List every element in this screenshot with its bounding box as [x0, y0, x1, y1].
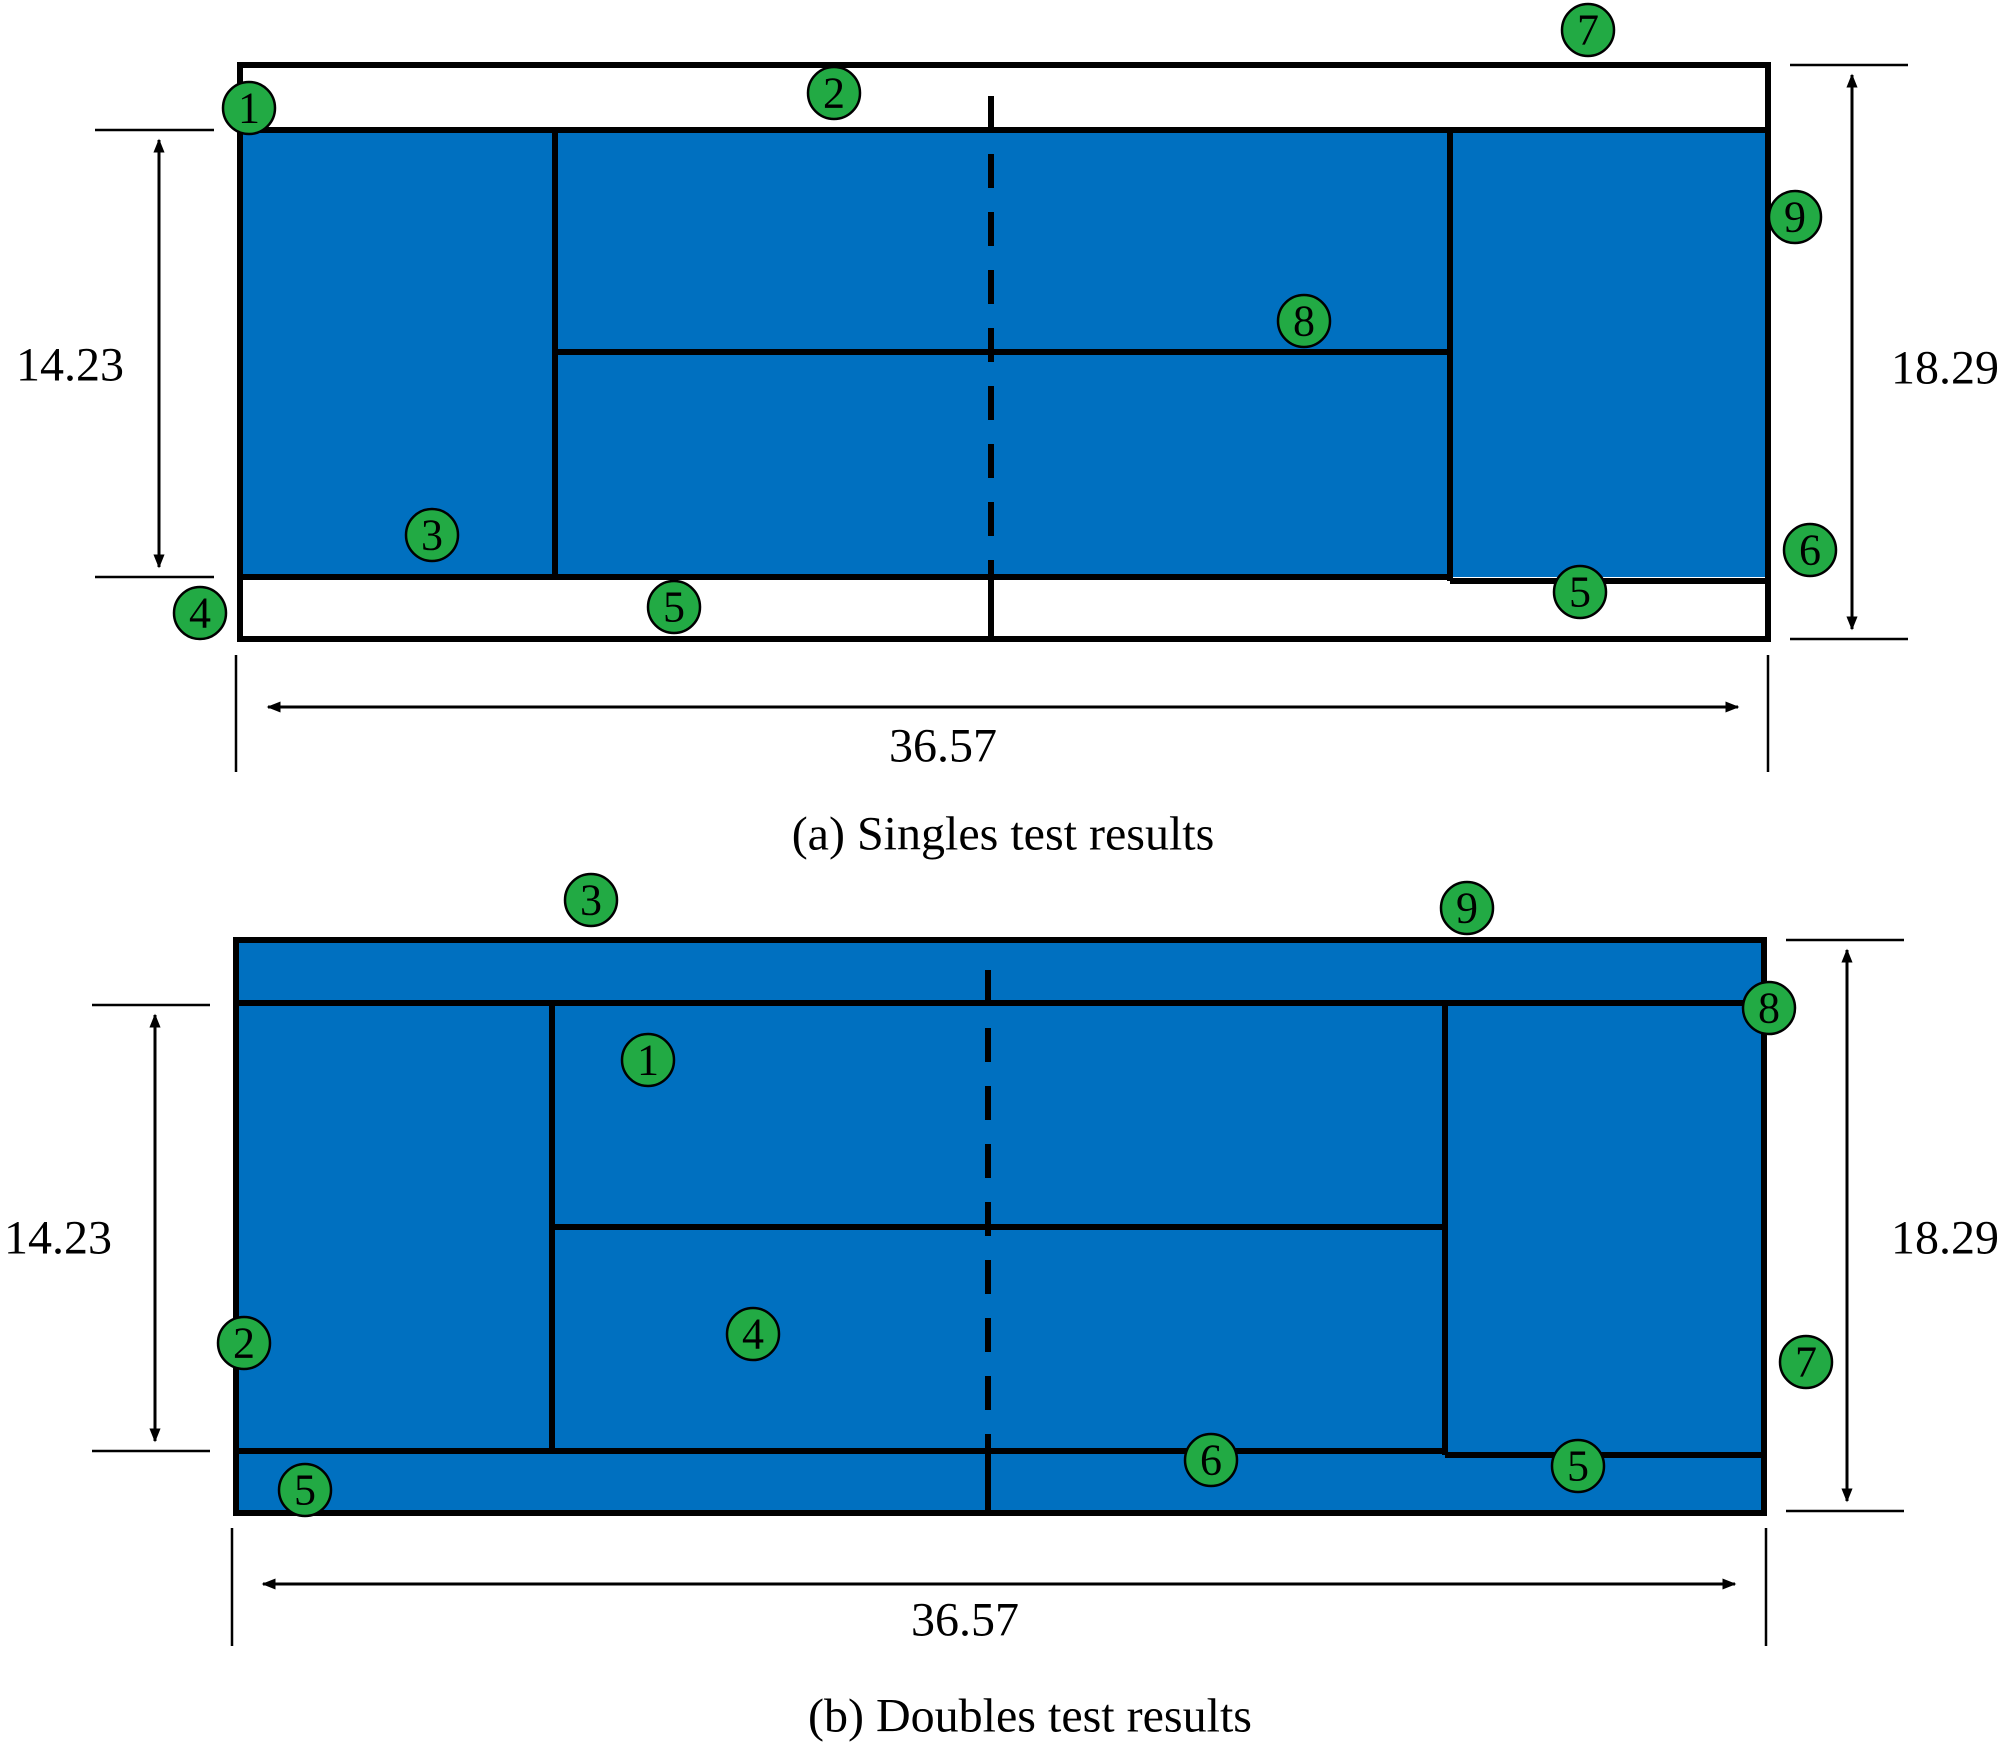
marker-8: 8	[1276, 293, 1332, 349]
marker-label: 1	[637, 1036, 659, 1085]
length-label: 36.57	[911, 1594, 1019, 1647]
length-label: 36.57	[889, 720, 997, 773]
marker-label: 3	[580, 876, 602, 925]
caption-singles: (a) Singles test results	[792, 808, 1215, 861]
marker-label: 9	[1456, 884, 1478, 933]
marker-label: 6	[1200, 1436, 1222, 1485]
marker-4: 4	[172, 585, 228, 641]
marker-9: 9	[1767, 189, 1823, 245]
marker-label: 8	[1758, 984, 1780, 1033]
marker-3: 3	[404, 507, 460, 563]
marker-5: 5	[646, 579, 702, 635]
marker-5: 5	[1552, 564, 1608, 620]
doubles-outer-boundary	[237, 62, 1771, 642]
doubles-width-label: 18.29	[1891, 342, 1999, 395]
marker-label: 5	[294, 1466, 316, 1515]
singles-width-label: 14.23	[16, 339, 124, 392]
panel-doubles: 14.23 18.29 36.57 1 2 3 4 5	[4, 872, 1999, 1743]
marker-3: 3	[563, 872, 619, 928]
marker-label: 2	[233, 1319, 255, 1368]
marker-1: 1	[620, 1032, 676, 1088]
marker-label: 7	[1577, 6, 1599, 55]
marker-2: 2	[806, 65, 862, 121]
marker-label: 4	[189, 589, 211, 638]
marker-9: 9	[1439, 880, 1495, 936]
doubles-outer-boundary	[233, 937, 1767, 1516]
caption-doubles: (b) Doubles test results	[808, 1690, 1252, 1743]
marker-label: 1	[238, 84, 260, 133]
marker-7: 7	[1778, 1334, 1834, 1390]
singles-width-label: 14.23	[4, 1212, 112, 1265]
marker-label: 2	[823, 69, 845, 118]
marker-7: 7	[1560, 2, 1616, 58]
marker-5: 5	[277, 1462, 333, 1518]
marker-label: 5	[1567, 1442, 1589, 1491]
marker-label: 5	[1569, 568, 1591, 617]
doubles-width-label: 18.29	[1891, 1212, 1999, 1265]
marker-5: 5	[1550, 1438, 1606, 1494]
marker-6: 6	[1782, 522, 1838, 578]
marker-label: 6	[1799, 526, 1821, 575]
marker-label: 4	[742, 1310, 764, 1359]
marker-label: 5	[663, 583, 685, 632]
marker-label: 3	[421, 511, 443, 560]
marker-label: 8	[1293, 297, 1315, 346]
marker-label: 7	[1795, 1338, 1817, 1387]
marker-8: 8	[1741, 980, 1797, 1036]
marker-2: 2	[216, 1315, 272, 1371]
marker-label: 9	[1784, 193, 1806, 242]
panel-singles: 14.23 18.29 36.57 1 2 3 4 5	[16, 2, 1999, 861]
marker-4: 4	[725, 1306, 781, 1362]
marker-1: 1	[221, 80, 277, 136]
marker-6: 6	[1183, 1432, 1239, 1488]
